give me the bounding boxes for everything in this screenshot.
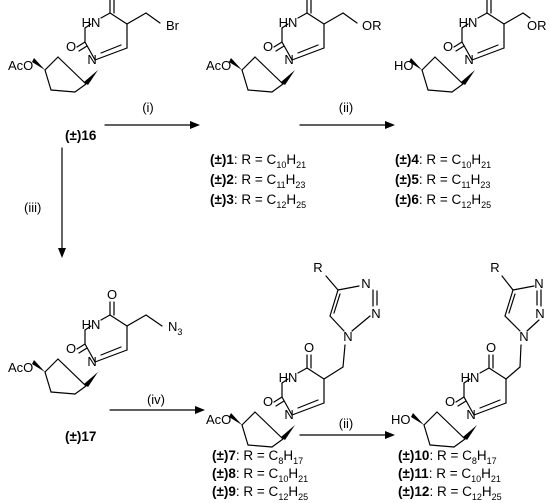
compound-7-label: (±)7: R = C8H17 — [212, 448, 303, 466]
compound-10-12-structure: N N N R HO — [391, 260, 545, 448]
acetoxy-group: AcO — [206, 58, 231, 73]
compound-6-label: (±)6: R = C12H25 — [395, 192, 491, 210]
azide-group: N3 — [168, 319, 182, 337]
r-substituent: R — [490, 260, 499, 275]
triazole-ring: N N N R — [490, 260, 544, 344]
acetoxy-group: AcO — [8, 58, 33, 73]
hydroxy-group: HO — [391, 412, 411, 427]
compound-1-3-structure: OR AcO — [206, 0, 382, 93]
legend-7-9: (±)7: R = C8H17 (±)8: R = C10H21 (±)9: R… — [212, 448, 308, 502]
condition-ii-label: (ii) — [339, 416, 353, 431]
hydroxy-group: HO — [394, 58, 414, 73]
r-substituent: R — [313, 260, 322, 275]
legend-10-12: (±)10: R = C8H17 (±)11: R = C10H21 (±)12… — [398, 448, 502, 502]
condition-iv-label: (iv) — [147, 392, 165, 407]
compound-12-label: (±)12: R = C12H25 — [398, 484, 502, 502]
compound-9-label: (±)9: R = C12H25 — [212, 484, 308, 502]
compound-11-label: (±)11: R = C10H21 — [398, 466, 501, 484]
compound-8-label: (±)8: R = C10H21 — [212, 466, 308, 484]
compound-16-label: (±)16 — [65, 128, 97, 143]
triazole-n-atom: N — [519, 329, 528, 344]
compound-4-label: (±)4: R = C10H21 — [395, 152, 491, 170]
triazole-n-atom: N — [361, 276, 370, 291]
legend-1-3: (±)1: R = C10H21 (±)2: R = C11H23 (±)3: … — [210, 152, 306, 210]
arrow-step-ii-bottom: (ii) — [299, 416, 395, 439]
condition-iii-label: (iii) — [24, 200, 41, 215]
triazole-n-atom: N — [371, 306, 380, 321]
condition-ii-label: (ii) — [339, 100, 353, 115]
acetoxy-group: AcO — [8, 360, 33, 375]
legend-4-6: (±)4: R = C10H21 (±)5: R = C11H23 (±)6: … — [395, 152, 491, 210]
ether-or-group: OR — [362, 18, 382, 33]
condition-i-label: (i) — [142, 100, 154, 115]
bromine-atom: Br — [166, 18, 180, 33]
compound-17-label: (±)17 — [65, 429, 96, 444]
compound-16-structure: Br AcO — [8, 0, 180, 93]
arrow-step-i: (i) — [104, 100, 200, 129]
arrow-step-iii: (iii) — [24, 147, 66, 258]
compound-7-9-structure: N N N R AcO — [206, 260, 381, 448]
triazole-n-atom: N — [534, 276, 543, 291]
arrow-step-iv: (iv) — [109, 392, 205, 414]
triazole-ring: N N N R — [313, 260, 380, 344]
compound-1-label: (±)1: R = C10H21 — [210, 152, 306, 170]
compound-3-label: (±)3: R = C12H25 — [210, 192, 306, 210]
compound-2-label: (±)2: R = C11H23 — [210, 172, 305, 190]
compound-4-6-structure: OR HO — [394, 0, 547, 93]
compound-5-label: (±)5: R = C11H23 — [395, 172, 490, 190]
triazole-n-atom: N — [535, 306, 544, 321]
triazole-n-atom: N — [343, 329, 352, 344]
acetoxy-group: AcO — [206, 412, 231, 427]
ether-or-group: OR — [527, 18, 547, 33]
arrow-step-ii-top: (ii) — [299, 100, 395, 129]
compound-10-label: (±)10: R = C8H17 — [398, 448, 497, 466]
compound-17-structure: N3 AcO — [8, 286, 182, 395]
